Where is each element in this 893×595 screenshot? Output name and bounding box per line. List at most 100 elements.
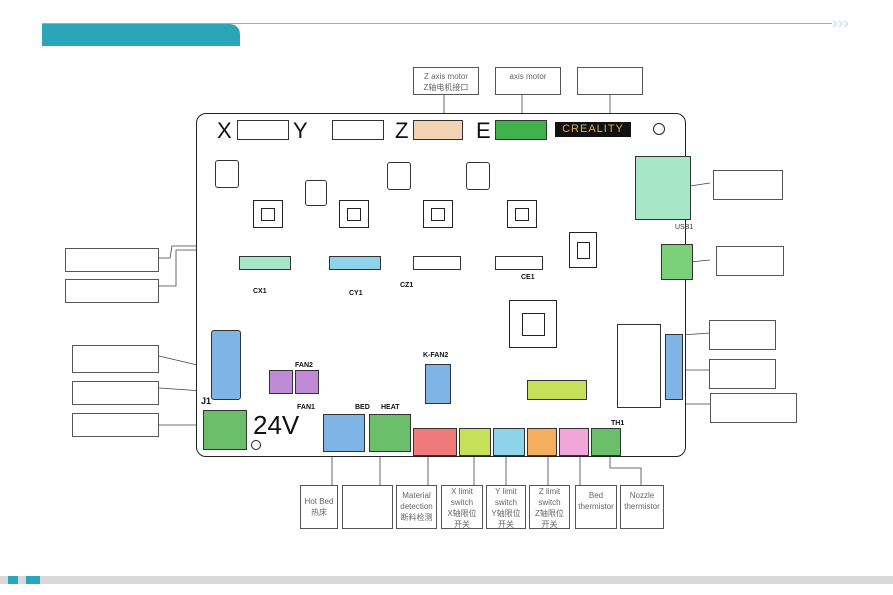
- heat-label: HEAT: [381, 404, 400, 411]
- bed-power-connector: [323, 414, 365, 452]
- fan-callout: [72, 381, 159, 405]
- p1-callout: [710, 393, 797, 423]
- cz1-label: CZ1: [400, 282, 414, 289]
- j1-label: J1: [201, 396, 212, 406]
- y-limit-label-2: switch: [494, 498, 518, 507]
- bltouch-connector: [527, 380, 587, 400]
- usb-port: [661, 244, 693, 280]
- z-limit-label-2: switch: [538, 498, 561, 507]
- fan2-label: FAN2: [295, 362, 313, 369]
- axis-label-e: E: [476, 118, 491, 143]
- capacitor-c47: [387, 162, 411, 190]
- fuse-holder: [211, 330, 241, 400]
- chip-callout: [709, 320, 776, 350]
- mount-hole-top-right: [653, 123, 665, 135]
- e-motor-label-en: axis motor: [509, 72, 547, 81]
- mcu-chip: [509, 300, 557, 348]
- z-limit-label-cn: Z轴限位: [535, 509, 564, 518]
- fan1-connector: [295, 370, 319, 394]
- z-limit-label-cn2: 开关: [541, 520, 558, 529]
- footer-accent-1: [8, 576, 18, 584]
- nozzle-thermistor-label-2: thermistor: [624, 502, 660, 511]
- material-detection-connector: [413, 428, 457, 456]
- x-limit-label-1: X limit: [451, 487, 473, 496]
- hot-bed-label-en: Hot Bed: [304, 497, 334, 506]
- y-motor-connector: [332, 120, 384, 140]
- z-limit-connector: [527, 428, 557, 456]
- hot-bed-label-cn: 热床: [311, 508, 327, 517]
- hot-bed-callout: Hot Bed 热床: [300, 485, 338, 529]
- z-motor-label-cn: Z轴电机接口: [423, 83, 469, 92]
- th1-label: TH1: [611, 420, 625, 427]
- cy1-label: CY1: [349, 290, 363, 297]
- y-driver-chip: [339, 200, 369, 228]
- x-motor-connector: [237, 120, 289, 140]
- y-limit-label-1: Y limit: [495, 487, 517, 496]
- nozzle-thermistor-callout: Nozzle thermistor: [620, 485, 664, 529]
- footer-bar: [0, 576, 893, 584]
- z-motor-callout: Z axis motor Z轴电机接口: [413, 67, 479, 95]
- y-limit-connector: [493, 428, 525, 456]
- mainboard: X Y Z E CREALITY USB1 CX1 CY1 CZ1 CE1 FA…: [196, 113, 693, 457]
- x-limit-callout: X limit switch X轴限位 开关: [441, 485, 483, 529]
- cx1-callout: [65, 248, 159, 272]
- z-limit-callout: Z limit switch Z轴限位 开关: [529, 485, 570, 529]
- cx1-connector: [239, 256, 291, 270]
- material-label-cn: 断料检测: [400, 513, 433, 522]
- cz1-connector: [413, 256, 461, 270]
- section-tab: [42, 24, 240, 46]
- voltage-label: 24V: [253, 410, 300, 440]
- x-driver-chip: [253, 200, 283, 228]
- e-motor-connector: [495, 120, 547, 140]
- bed-thermistor-label-2: thermistor: [578, 502, 614, 511]
- heat-power-connector: [369, 414, 411, 452]
- nozzle-thermistor-label-1: Nozzle: [629, 491, 655, 500]
- j1-power-connector: [203, 410, 247, 450]
- capacitor-c55: [466, 162, 490, 190]
- heat-callout: [342, 485, 393, 529]
- cy1-connector: [329, 256, 381, 270]
- y-limit-callout: Y limit switch Y轴限位 开关: [486, 485, 526, 529]
- j1-callout: [72, 413, 159, 437]
- sd-card-callout: [713, 170, 783, 200]
- power-callout: [72, 345, 159, 373]
- fan1-label: FAN1: [297, 404, 315, 411]
- bed-thermistor-label-1: Bed: [588, 491, 604, 500]
- z-motor-label-en: Z axis motor: [423, 72, 468, 81]
- z-motor-connector: [413, 120, 463, 140]
- material-label-2: detection: [400, 502, 433, 511]
- axis-label-z: Z: [395, 118, 409, 143]
- kfan2-label: K-FAN2: [423, 352, 449, 359]
- fan2-connector: [269, 370, 293, 394]
- kfan2-connector: [425, 364, 451, 404]
- x-limit-label-cn2: 开关: [454, 520, 470, 529]
- cy1-callout: [65, 279, 159, 303]
- mount-hole-bottom-left: [251, 440, 261, 450]
- footer-accent-2: [26, 576, 40, 584]
- x-limit-label-2: switch: [450, 498, 474, 507]
- z-limit-label-1: Z limit: [538, 487, 561, 496]
- material-label-1: Material: [402, 491, 431, 500]
- p1-header: [617, 324, 661, 408]
- j7-connector: [665, 334, 683, 400]
- chevron-right-icon: ›››: [832, 13, 849, 32]
- bed-label: BED: [355, 404, 370, 411]
- usb-callout: [716, 246, 784, 276]
- usb-label: USB1: [675, 224, 694, 231]
- ce1-connector: [495, 256, 543, 270]
- x-limit-connector: [459, 428, 491, 456]
- material-callout: Material detection 断料检测: [396, 485, 437, 529]
- sd-card-slot: [635, 156, 691, 220]
- axis-label-y: Y: [293, 118, 308, 143]
- y-limit-label-cn: Y轴限位: [491, 509, 521, 518]
- header-rule: [42, 23, 832, 24]
- ce1-label: CE1: [521, 274, 535, 281]
- usb-bridge-chip: [569, 232, 597, 268]
- y-limit-label-cn2: 开关: [498, 520, 514, 529]
- capacitor-c22: [215, 160, 239, 188]
- e-driver-chip: [507, 200, 537, 228]
- e-motor-callout: axis motor: [495, 67, 561, 95]
- x-limit-label-cn: X轴限位: [447, 509, 477, 518]
- bed-thermistor-connector: [559, 428, 589, 456]
- creality-logo: CREALITY: [555, 122, 631, 137]
